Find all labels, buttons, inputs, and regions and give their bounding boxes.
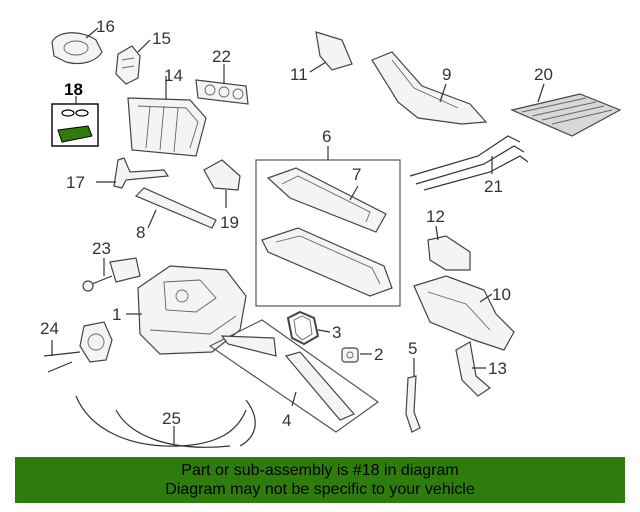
callout-6: 6 (322, 127, 331, 146)
part-3[interactable] (286, 310, 320, 346)
part-4[interactable] (208, 319, 380, 433)
callout-14: 14 (164, 66, 183, 85)
banner-line-1: Part or sub-assembly is #18 in diagram (181, 462, 459, 479)
callout-19: 19 (220, 213, 239, 232)
callout-16: 16 (96, 17, 115, 36)
part-25[interactable] (75, 395, 256, 448)
part-24[interactable] (43, 321, 113, 373)
callout-23: 23 (92, 239, 111, 258)
callout-17: 17 (66, 173, 85, 192)
callout-2: 2 (374, 345, 383, 364)
part-16[interactable] (51, 32, 103, 65)
callout-15: 15 (152, 29, 171, 48)
callout-7: 7 (352, 165, 361, 184)
part-23[interactable] (82, 257, 141, 292)
callout-21: 21 (484, 177, 503, 196)
part-9[interactable] (371, 51, 488, 125)
part-10[interactable] (413, 275, 515, 351)
banner-line-2: Diagram may not be specific to your vehi… (165, 481, 475, 498)
callout-5: 5 (408, 339, 417, 358)
part-12[interactable] (427, 235, 471, 271)
info-banner: Part or sub-assembly is #18 in diagram D… (15, 457, 625, 503)
part-11[interactable] (315, 31, 353, 71)
callout-25: 25 (162, 409, 181, 428)
callout-8: 8 (136, 223, 145, 242)
part-13[interactable] (455, 341, 491, 397)
part-20[interactable] (510, 93, 622, 137)
part-7[interactable] (266, 167, 387, 233)
part-17[interactable] (113, 157, 170, 189)
callout-11: 11 (290, 65, 308, 84)
part-5[interactable] (405, 375, 421, 433)
part-6-housing[interactable] (261, 227, 393, 297)
callout-18: 18 (64, 80, 83, 99)
callout-20: 20 (534, 65, 553, 84)
part-2[interactable] (341, 347, 359, 363)
callout-24: 24 (40, 319, 59, 338)
part-21[interactable] (409, 135, 529, 191)
callout-4: 4 (282, 411, 291, 430)
part-18-highlight[interactable] (51, 103, 99, 147)
callout-9: 9 (442, 65, 451, 84)
callout-1: 1 (112, 305, 121, 324)
part-19[interactable] (203, 159, 241, 191)
part-1[interactable] (137, 265, 247, 355)
part-22[interactable] (195, 79, 249, 105)
callout-10: 10 (492, 285, 511, 304)
parts-diagram: 16 15 14 22 18 17 8 19 (40, 17, 622, 448)
callout-13: 13 (488, 359, 507, 378)
callout-3: 3 (332, 323, 341, 342)
part-8[interactable] (134, 187, 217, 229)
callout-12: 12 (426, 207, 445, 226)
callout-22: 22 (212, 47, 231, 66)
part-14[interactable] (127, 97, 207, 157)
part-15[interactable] (115, 45, 141, 85)
